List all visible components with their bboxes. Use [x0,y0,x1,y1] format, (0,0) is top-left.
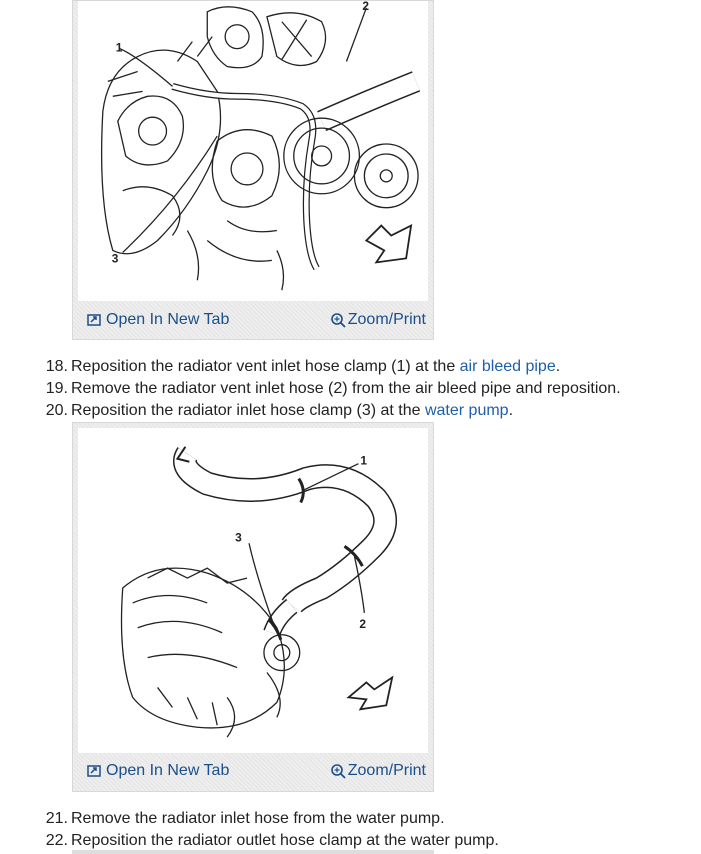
open-tab-icon [87,765,101,777]
callout-3: 3 [112,251,119,265]
step-text-end: . [555,358,561,375]
hose-illustration-2: 1 2 3 [120,446,397,738]
callout-2: 2 [359,617,366,631]
magnifier-icon [330,313,346,328]
engine-diagram-2[interactable]: 1 2 3 [78,428,428,753]
step-text: Reposition the radiator inlet hose clamp… [71,402,425,419]
open-tab-icon [87,314,101,326]
zoom-print-label: Zoom/Print [347,311,426,328]
figure-toolbar: Open In New Tab Zoom/Print [78,757,428,785]
figure-1: 1 2 3 Open In New Tab Zoom/Print [72,0,434,340]
zoom-print-link[interactable]: Zoom/Print [330,311,426,329]
step-text: Remove the radiator inlet hose from the … [71,810,445,827]
step-number: 22. [45,832,68,849]
step-item: 22.Reposition the radiator outlet hose c… [0,830,499,852]
step-text: Reposition the radiator vent inlet hose … [71,358,460,375]
step-number: 20. [45,402,68,419]
open-tab-label: Open In New Tab [106,762,230,779]
engine-illustration-1: 1 2 3 [100,1,421,291]
step-text: Reposition the radiator outlet hose clam… [71,832,499,849]
step-item: 21.Remove the radiator inlet hose from t… [0,808,445,830]
figure-2: 1 2 3 Open In New Tab Zoom/Print [72,422,434,792]
step-text-end: . [508,402,514,419]
figure-toolbar: Open In New Tab Zoom/Print [78,306,428,334]
callout-2: 2 [362,1,369,13]
callout-3: 3 [235,530,242,544]
step-number: 19. [45,380,68,397]
engine-diagram-1[interactable]: 1 2 3 [78,1,428,301]
zoom-print-link[interactable]: Zoom/Print [330,762,426,780]
open-in-new-tab-link[interactable]: Open In New Tab [87,762,229,780]
water-pump-link[interactable]: water pump [424,402,509,419]
step-item: 20.Reposition the radiator inlet hose cl… [0,400,513,422]
step-text: Remove the radiator vent inlet hose (2) … [71,380,621,397]
step-number: 21. [45,810,68,827]
magnifier-icon [330,764,346,779]
next-figure-edge [72,850,434,854]
open-in-new-tab-link[interactable]: Open In New Tab [87,311,229,329]
open-tab-label: Open In New Tab [106,311,230,328]
callout-1: 1 [360,454,367,468]
air-bleed-pipe-link[interactable]: air bleed pipe [459,358,556,375]
step-number: 18. [45,358,68,375]
step-item: 19.Remove the radiator vent inlet hose (… [0,378,621,400]
step-item: 18.Reposition the radiator vent inlet ho… [0,356,560,378]
zoom-print-label: Zoom/Print [347,762,426,779]
callout-1: 1 [116,41,123,55]
